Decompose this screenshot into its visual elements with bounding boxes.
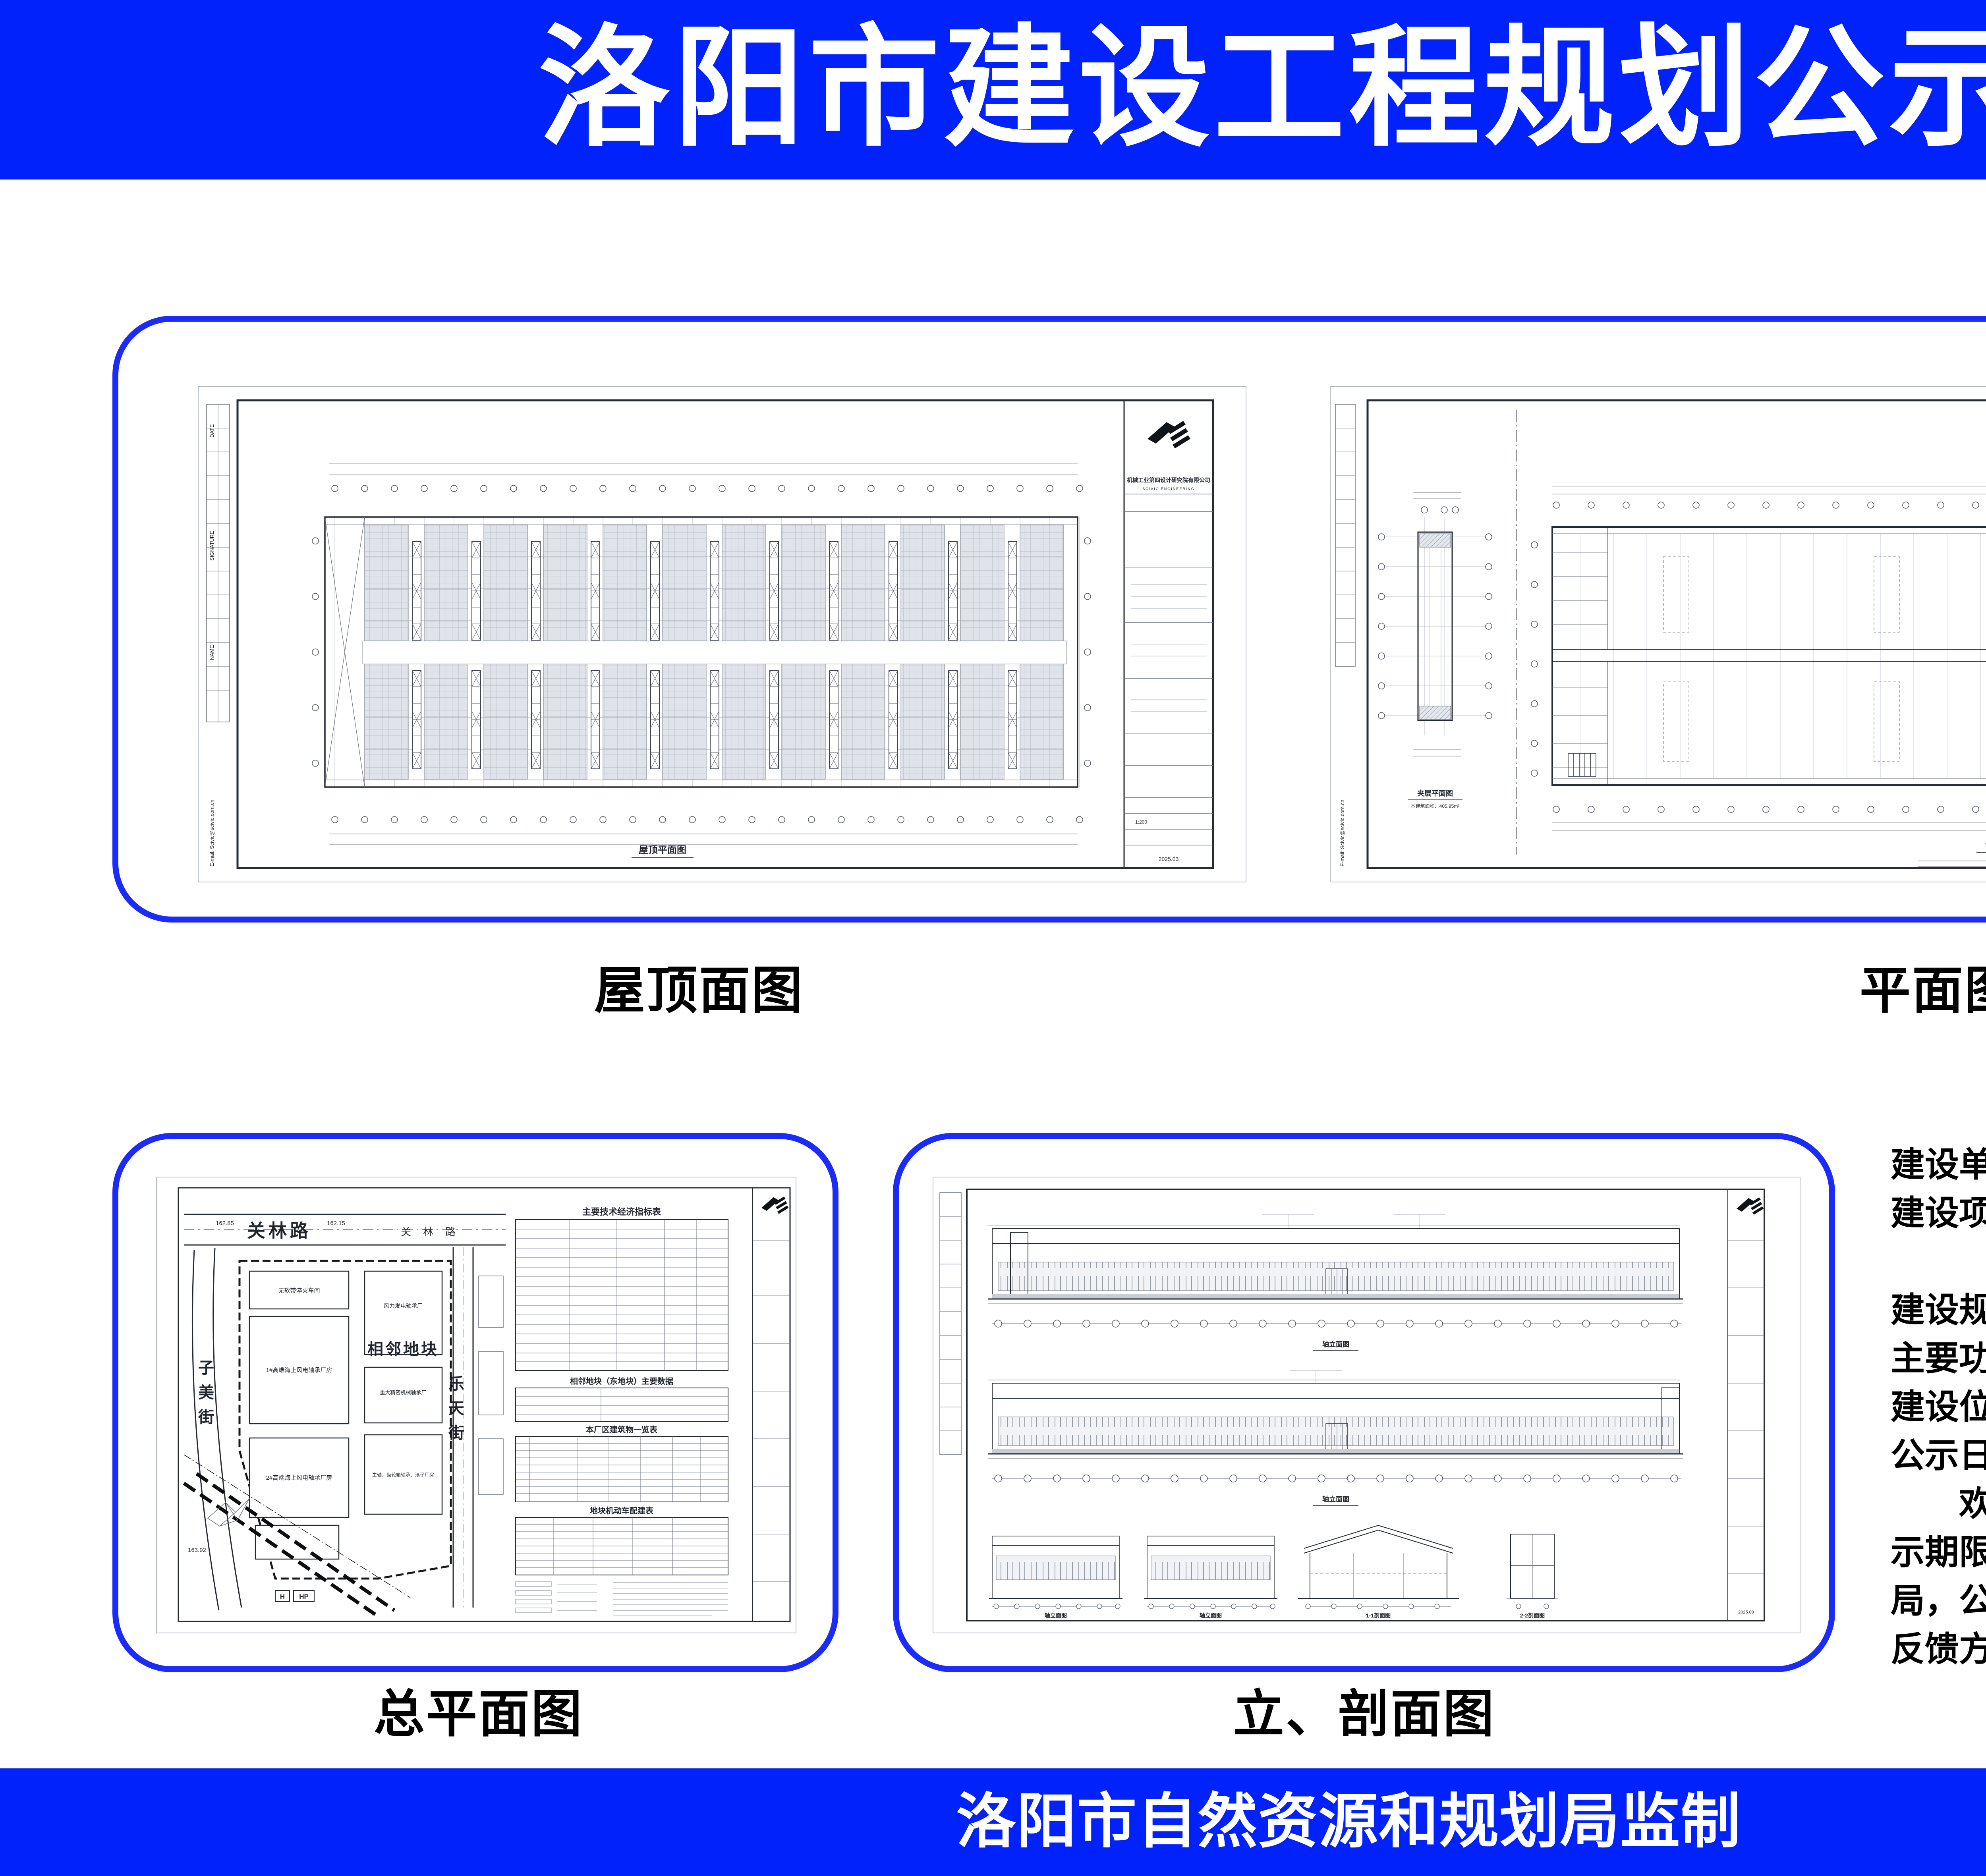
mezzanine-caption: 夹层平面图 [1417, 789, 1453, 797]
supervisor-label: 洛阳市自然资源和规划局监制 [956, 1789, 1741, 1855]
street-label-right: 乐天街 [446, 1375, 465, 1449]
info-line: 建设单位：洛阳轴承集团股份有限公司 [1891, 1146, 1986, 1184]
building-label-4: 风力发电轴承厂 [384, 1303, 423, 1309]
elevation-2: 轴立面图 [988, 1370, 1683, 1506]
site-boundary [238, 1260, 452, 1580]
bottom-banner: 洛阳市自然资源和规划局监制 [0, 1768, 1986, 1876]
revision-label-date: DATE [209, 424, 215, 438]
info-line: 示期限内将意见书面反馈至洛阳市自然资源和规划 [1891, 1533, 1986, 1571]
elevation-panel: 2025.09 轴立面图 [893, 1133, 1835, 1672]
mezzanine-note: 本建筑面积：405.95m² [1411, 803, 1460, 809]
site-buildings [249, 1270, 443, 1560]
info-line: 欢迎广大市民提出宝贵意见，如有异议请于公 [1959, 1485, 1986, 1523]
svg-text:屋顶平面图: 屋顶平面图 [639, 845, 686, 855]
mezzanine-plan: 夹层平面图 本建筑面积：405.95m² [1378, 492, 1492, 809]
adjacent-parcel-label: 相邻地块 [367, 1341, 439, 1358]
building-label-5: 重大精密机械轴承厂 [380, 1390, 426, 1395]
design-company: 机械工业第四设计研究院有限公司 [1127, 477, 1210, 483]
elevation-sheet: 2025.09 轴立面图 [933, 1177, 1801, 1633]
info-line: 电 话：0379-63251582 [1891, 1673, 1986, 1722]
site-plan-panel: 关林路 关林路 162.85 162.15 163.92 子美街 乐天街 [112, 1133, 838, 1672]
stairs [1568, 753, 1596, 777]
svg-text:1-1剖面图: 1-1剖面图 [1366, 1612, 1391, 1619]
page-title: 洛阳市建设工程规划公示牌 [538, 17, 1986, 162]
floor-plan-sheet: E-mail: Scivic@scivic.com.cn 机械工业第四设计研究院… [1330, 386, 1986, 882]
top-banner: 洛阳市建设工程规划公示牌 [0, 0, 1986, 179]
caption-site-plan: 总平面图 [373, 1686, 583, 1743]
revision-strip [1335, 404, 1356, 667]
email-note: E-mail: Scivic@scivic.com.cn [1339, 800, 1345, 867]
title-strip [752, 1188, 790, 1621]
railway-lines [183, 1454, 411, 1618]
info-line: 局，公示牌至竣工验收后方可拆除。 [1891, 1582, 1986, 1620]
site-plan-sheet: 关林路 关林路 162.85 162.15 163.92 子美街 乐天街 [156, 1177, 796, 1633]
info-line: 公示日期：2026年2月10日-2026年2月28日 [1891, 1436, 1986, 1475]
project-info-block: 建设单位：洛阳轴承集团股份有限公司 建设项目：新能源装备轴承智能化生产基地项目二… [1891, 1141, 1986, 1722]
legend-markers: H HP [275, 1590, 315, 1602]
sheet-scale: 1:200 [1135, 819, 1147, 825]
revision-label-signature: SIGNATURE [209, 531, 215, 561]
elevation-2-caption: 轴立面图 [1322, 1495, 1349, 1503]
info-line: 建设规模：总建筑面积7133231平方米 [1891, 1291, 1986, 1329]
info-line: 期（变更二） [1891, 1237, 1986, 1286]
title-block: 机械工业第四设计研究院有限公司 SCIVIC ENGINEERING 1:200… [1123, 400, 1213, 868]
site-map: 关林路 关林路 162.85 162.15 163.92 子美街 乐天街 [183, 1214, 506, 1618]
paper-crane-icon [207, 1498, 250, 1527]
elevation-1: 轴立面图 [988, 1214, 1683, 1351]
building-label-6: 主轴、齿轮箱轴承、滚子厂房 [372, 1472, 434, 1478]
design-company-en: SCIVIC ENGINEERING [1142, 487, 1195, 491]
table-title-3: 本厂区建筑物一览表 [586, 1425, 658, 1434]
svg-text:轴立面图: 轴立面图 [1045, 1612, 1067, 1619]
table-title-1: 主要技术经济指标表 [582, 1207, 661, 1217]
revision-strip: DATE SIGNATURE NAME [206, 404, 230, 722]
main-plan: 一层平面图 [1531, 486, 1986, 867]
small-elevation-b: 轴立面图 [1144, 1536, 1277, 1619]
info-line: 主要功能：工业、生产车间 [1891, 1339, 1986, 1378]
dimension-chains [329, 463, 1078, 845]
neighbor-buildings [478, 1276, 504, 1495]
spot-elevation-2: 162.15 [327, 1220, 345, 1227]
spot-elevation-3: 163.92 [188, 1547, 206, 1554]
svg-text:一层平面图: 一层平面图 [1985, 839, 1986, 850]
section-2: 2-2剖面图 [1507, 1534, 1558, 1619]
sheet-date: 2025.03 [1159, 856, 1179, 862]
section-1: 1-1剖面图 [1298, 1525, 1459, 1619]
sheet-date: 2025.09 [1738, 1610, 1754, 1615]
elevation-1-caption: 轴立面图 [1322, 1340, 1349, 1348]
small-elevation-a: 轴立面图 [989, 1536, 1122, 1619]
roof-plan-sheet: DATE SIGNATURE NAME E-mail: Scivic@scivi… [198, 386, 1246, 882]
ridge-band [362, 641, 1067, 664]
revision-strip [939, 1192, 962, 1455]
building-label-3: 2#高端海上风电轴承厂房 [266, 1475, 332, 1481]
svg-text:H: H [280, 1593, 285, 1600]
title-strip: 2025.09 [1727, 1189, 1764, 1621]
email-note: E-mail: Scivic@scivic.com.cn [209, 800, 215, 867]
indicator-tables: 主要技术经济指标表 相邻地块（东地块）主要数据 本厂区建筑物一览表 地块机动车配… [515, 1207, 728, 1616]
sheet-caption: 一层平面图 [1918, 839, 1986, 867]
caption-elevation-section: 立、剖面图 [1233, 1686, 1495, 1743]
svg-text:2-2剖面图: 2-2剖面图 [1520, 1612, 1545, 1619]
road-label-top-2: 关林路 [401, 1226, 468, 1238]
info-line: 建设位置：洛龙区关林路与子美街交叉口 [1891, 1388, 1986, 1426]
legend-and-notes [515, 1581, 728, 1616]
info-line: 建设项目：新能源装备轴承智能化生产基地项目二 [1891, 1194, 1986, 1232]
sheet-caption: 屋顶平面图 [632, 845, 694, 858]
info-line: 反馈方式：电子邮箱：llfjgck@163.com [1891, 1630, 1986, 1668]
building-label-2: 1#高端海上风电轴承厂房 [266, 1367, 332, 1374]
building-label-1: 无软带淬火车间 [278, 1287, 320, 1294]
caption-floor-plan: 平面图 [1859, 963, 1986, 1019]
caption-roof-plan: 屋顶面图 [594, 963, 804, 1019]
equipment-rows [1663, 556, 1900, 762]
svg-text:轴立面图: 轴立面图 [1200, 1612, 1222, 1619]
svg-text:HP: HP [299, 1593, 309, 1600]
street-label-left: 子美街 [196, 1359, 214, 1433]
spot-elevation-1: 162.85 [216, 1220, 234, 1227]
revision-label-name: NAME [209, 645, 215, 660]
table-title-4: 地块机动车配建表 [590, 1506, 654, 1515]
drawings-panel-top: DATE SIGNATURE NAME E-mail: Scivic@scivi… [112, 316, 1986, 923]
table-title-2: 相邻地块（东地块）主要数据 [570, 1376, 673, 1386]
road-label-top: 关林路 [247, 1220, 311, 1241]
